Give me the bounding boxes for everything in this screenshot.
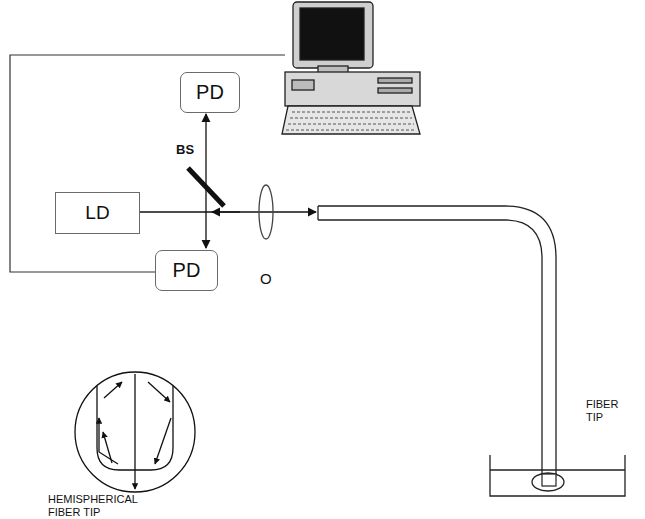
fiber-tip-label: FIBER TIP [586,398,626,423]
photodiode-box: PD [155,250,218,291]
box-text: PD [196,81,224,104]
fiber-end [542,474,556,486]
beam-splitter-label: BS [176,143,194,158]
liquid-container [490,455,625,496]
signal-beam [205,187,206,248]
objective-lens [259,185,273,239]
laser-diode-box: LD [55,192,140,234]
optical-fiber [318,206,556,478]
box-text: PD [173,259,201,282]
laser-beam [140,211,316,212]
tip-caption: HEMISPHERICAL FIBER TIP [48,493,148,518]
computer-icon [282,2,420,134]
reference-beam [205,114,206,187]
photodiode-box: PD [180,72,240,113]
signal-wire [10,55,285,272]
return-beam-arrow [212,211,240,212]
box-text: LD [85,202,109,224]
lens-label: O [260,270,272,287]
fiber-tip [532,473,564,491]
magnified-tip [75,372,195,492]
